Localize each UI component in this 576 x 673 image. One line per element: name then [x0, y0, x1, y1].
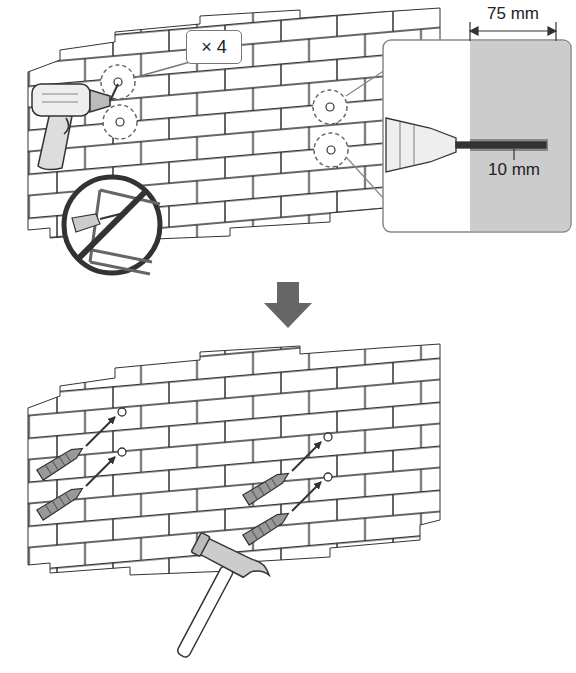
- callout-box: × 4: [186, 30, 242, 64]
- brick-wall: [28, 344, 440, 575]
- dimension-label: 75 mm: [485, 4, 541, 24]
- prohibition-sign: [64, 177, 160, 274]
- wall-plugs: [37, 443, 292, 545]
- step-arrow: [264, 282, 312, 328]
- quantity-label: × 4: [201, 37, 227, 58]
- drill: [32, 84, 118, 170]
- dimension-line: [470, 22, 556, 41]
- hammer: [146, 531, 273, 673]
- dimension-label: 10 mm: [486, 160, 542, 180]
- detail-inset: [383, 40, 571, 232]
- hole-marks: [101, 65, 348, 167]
